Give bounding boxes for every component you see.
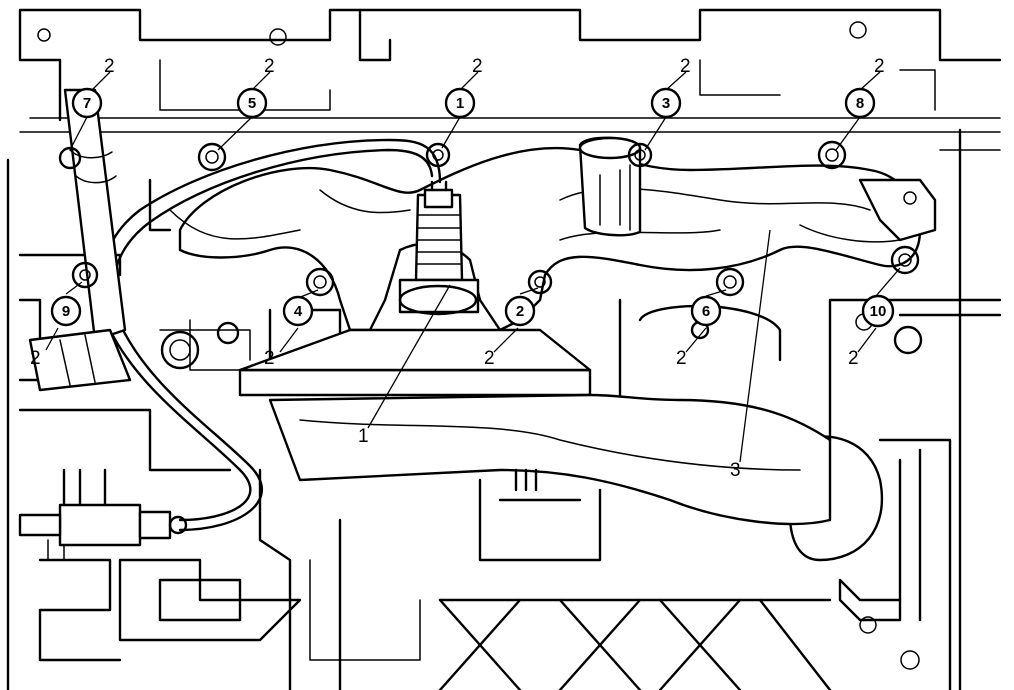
oxygen-sensor (398, 180, 480, 316)
callout-6: 6 (690, 295, 722, 327)
label-2-bottom-d: 2 (676, 348, 687, 369)
callout-8: 8 (844, 87, 876, 119)
svg-text:10: 10 (870, 303, 887, 320)
left-pipe (28, 88, 132, 392)
studs (58, 140, 920, 297)
callout-1: 1 (444, 87, 476, 119)
label-2-top-e: 2 (874, 56, 885, 77)
label-2-top-b: 2 (264, 56, 275, 77)
label-2-bottom-e: 2 (848, 348, 859, 369)
svg-text:5: 5 (248, 95, 256, 112)
heat-shield (578, 136, 937, 242)
exhaust-manifold (169, 146, 922, 526)
callout-4: 4 (282, 295, 314, 327)
svg-text:2: 2 (516, 303, 524, 320)
svg-text:3: 3 (662, 95, 670, 112)
label-2-top-a: 2 (104, 56, 115, 77)
svg-text:9: 9 (62, 303, 70, 320)
label-2-bottom-a: 2 (30, 348, 41, 369)
svg-text:1: 1 (456, 95, 464, 112)
label-2-bottom-c: 2 (484, 348, 495, 369)
wire-connector (18, 468, 188, 561)
callout-10: 10 (861, 294, 895, 328)
svg-text:6: 6 (702, 303, 710, 320)
label-1-sensor: 1 (358, 426, 369, 447)
callouts: 7 5 1 3 8 9 4 2 6 10 (50, 87, 895, 328)
callout-7: 7 (71, 87, 103, 119)
number-labels: 2 2 2 2 2 2 2 2 2 2 1 3 (30, 56, 885, 481)
callout-5: 5 (236, 87, 268, 119)
svg-text:7: 7 (83, 95, 91, 112)
label-2-top-c: 2 (472, 56, 483, 77)
svg-text:8: 8 (856, 95, 864, 112)
svg-text:4: 4 (294, 303, 303, 320)
label-2-bottom-b: 2 (264, 348, 275, 369)
leader-lines (45, 71, 901, 463)
callout-9: 9 (50, 295, 82, 327)
callout-3: 3 (650, 87, 682, 119)
callout-2: 2 (504, 295, 536, 327)
label-3-manifold: 3 (730, 460, 741, 481)
label-2-top-d: 2 (680, 56, 691, 77)
